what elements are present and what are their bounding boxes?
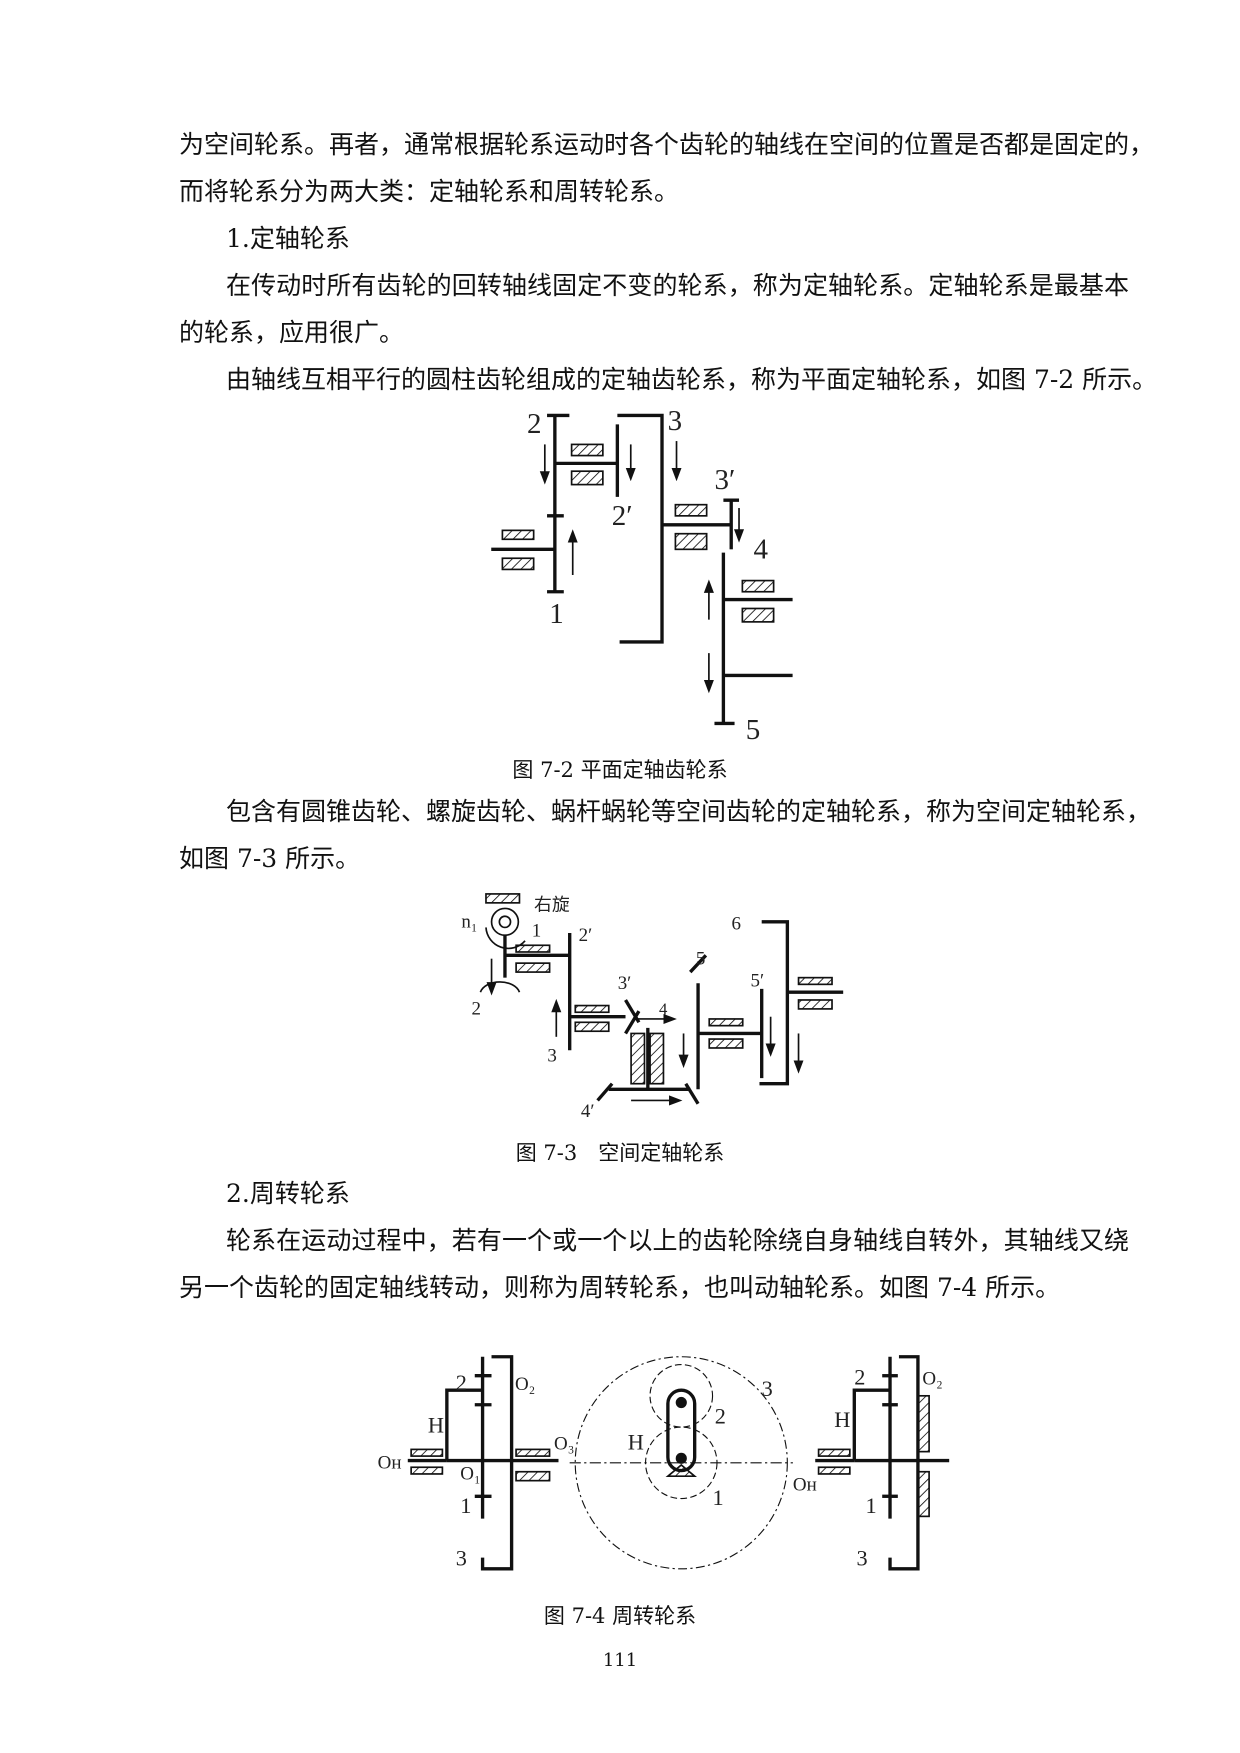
paragraph-line: 在传动时所有齿轮的回转轴线固定不变的轮系，称为定轴轮系。定轴轮系是最基本 [226,271,1129,300]
gear-label: 1 [713,1485,724,1510]
paragraph-line: 另一个齿轮的固定轴线转动，则称为周转轮系，也叫动轴轮系。如图 7-4 所示。 [179,1273,1061,1302]
gear-label: 6 [732,914,741,935]
paragraph-line: 如图 7-3 所示。 [179,844,361,873]
paragraph-line: 而将轮系分为两大类：定轴轮系和周转轮系。 [179,177,680,206]
gear-label: 2′ [579,925,593,946]
right-hand-label: 右旋 [534,895,570,915]
figure-caption: 图 7-4 周转轮系 [543,1604,697,1628]
speed-label: n₁ [461,911,477,932]
gear-label: 4 [659,999,668,1018]
gear-label: 1 [532,920,541,941]
section-heading: 1.定轴轮系 [226,224,350,253]
gear-label: 3′ [714,464,735,496]
gear-label: 1 [549,598,564,630]
paragraph-line: 的轮系，应用很广。 [179,318,405,347]
axis-label: O₃ [554,1433,574,1454]
gear-label: 1 [460,1493,471,1518]
gear-label: 1 [865,1493,876,1518]
figure-7-4-diagram: 2 O₂ H Oʜ O₁ O₃ 1 3 3 2 H 1 2 O₂ H Oʜ 1 … [378,1355,950,1571]
gear-label: 5′ [751,971,765,992]
gear-label: 3′ [618,973,632,994]
gear-label: 2 [456,1370,467,1395]
paragraph-line: 包含有圆锥齿轮、螺旋齿轮、蜗杆蜗轮等空间齿轮的定轴轮系，称为空间定轴轮系， [226,797,1152,826]
figure-caption: 图 7-3 空间定轴轮系 [515,1141,725,1165]
axis-label: Oʜ [378,1452,402,1473]
gear-label: 3 [762,1376,773,1401]
gear-label: 2 [527,408,542,440]
gear-label: 3 [668,405,683,437]
gear-label: 4′ [581,1101,595,1122]
figure-7-2-diagram: 2 3 3′ 2′ 4 1 5 [491,405,793,746]
gear-label: 2 [854,1365,865,1390]
carrier-label: H [428,1413,444,1438]
paragraph-line: 为空间轮系。再者，通常根据轮系运动时各个齿轮的轴线在空间的位置是否都是固定的， [179,130,1155,159]
axis-label: O₂ [922,1369,942,1390]
gear-label: 2 [715,1404,726,1429]
gear-label: 5 [746,714,761,746]
carrier-label: H [834,1407,850,1432]
gear-label: 4 [754,533,769,565]
page-number: 111 [602,1650,638,1671]
gear-label: 5 [696,948,705,969]
gear-label: 3 [857,1545,868,1570]
axis-label: O₁ [460,1464,480,1485]
gear-label: 3 [547,1045,556,1066]
section-heading: 2.周转轮系 [226,1179,350,1208]
carrier-label: H [628,1429,644,1454]
paragraph-line: 轮系在运动过程中，若有一个或一个以上的齿轮除绕自身轴线自转外，其轴线又绕 [226,1226,1129,1255]
paragraph-line: 由轴线互相平行的圆柱齿轮组成的定轴齿轮系，称为平面定轴轮系，如图 7-2 所示。 [226,365,1158,394]
axis-label: O₂ [515,1374,535,1395]
gear-label: 2 [471,998,480,1019]
gear-label: 3 [456,1545,467,1570]
gear-label: 2′ [612,500,633,532]
figure-caption: 图 7-2 平面定轴齿轮系 [512,758,728,782]
axis-label: Oʜ [793,1475,817,1496]
figure-7-3-diagram: 右旋 n₁ 1 2′ 2 3′ 4 3 4′ 5 5′ 6 [461,893,844,1122]
